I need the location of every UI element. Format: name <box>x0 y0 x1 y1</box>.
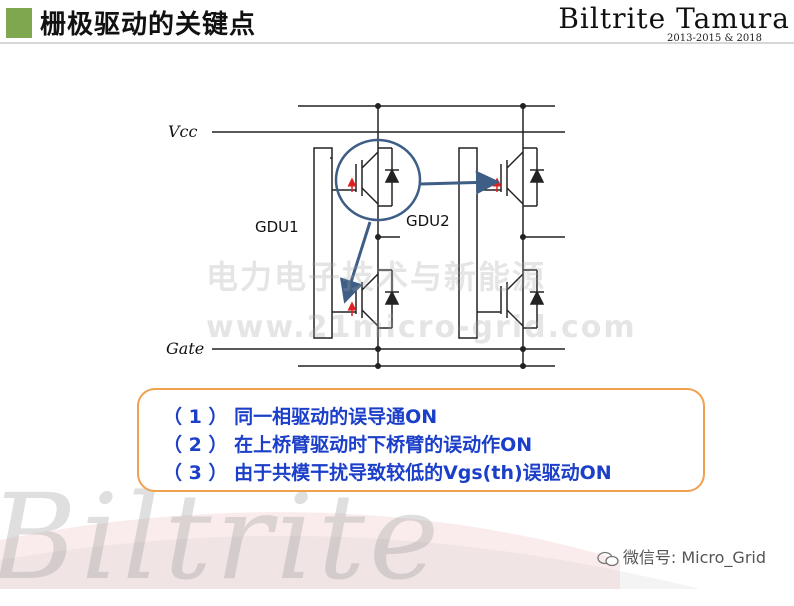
title-accent-bar <box>6 8 32 38</box>
footer-swoosh-decoration <box>0 512 700 589</box>
igbt-upper-left <box>355 147 400 207</box>
watermark-chinese: 电力电子技术与新能源 <box>206 258 547 296</box>
interference-arrow-right <box>419 170 500 195</box>
key-point-3: （ 3 ） 由于共模干扰导致较低的Vgs(th)误驱动ON <box>163 462 612 484</box>
key-point-1: （ 1 ） 同一相驱动的误导通ON <box>163 406 438 428</box>
wechat-text: 微信号: Micro_Grid <box>622 548 766 567</box>
gdu1-box <box>313 147 333 339</box>
gate-label: Gate <box>166 339 204 358</box>
gdu2-label: GDU2 <box>406 212 450 230</box>
igbt-lower-left <box>355 269 400 329</box>
igbt-lower-right <box>500 269 545 329</box>
brand-name: Biltrite Tamura <box>558 2 790 35</box>
brand-years: 2013-2015 & 2018 <box>667 33 762 44</box>
highlight-circle <box>334 138 422 222</box>
vcc-label: Vcc <box>168 122 198 141</box>
page-title: 栅极驱动的关键点 <box>40 10 257 40</box>
gdu2-box <box>458 147 478 339</box>
interference-arrow-down <box>339 221 372 304</box>
wechat-icon <box>597 551 619 566</box>
igbt-upper-right <box>500 147 545 207</box>
gdu1-label: GDU1 <box>255 218 299 236</box>
wechat-id: 微信号: Micro_Grid <box>597 544 766 568</box>
half-bridge-circuit-diagram: Vcc Gate GDU1 GDU2 <box>166 103 565 369</box>
watermark-url: www.21micro-grid.com <box>206 310 637 345</box>
title-divider <box>0 42 794 44</box>
key-points-box: （ 1 ） 同一相驱动的误导通ON （ 2 ） 在上桥臂驱动时下桥臂的误动作ON… <box>137 388 705 492</box>
key-point-2: （ 2 ） 在上桥臂驱动时下桥臂的误动作ON <box>163 434 533 456</box>
